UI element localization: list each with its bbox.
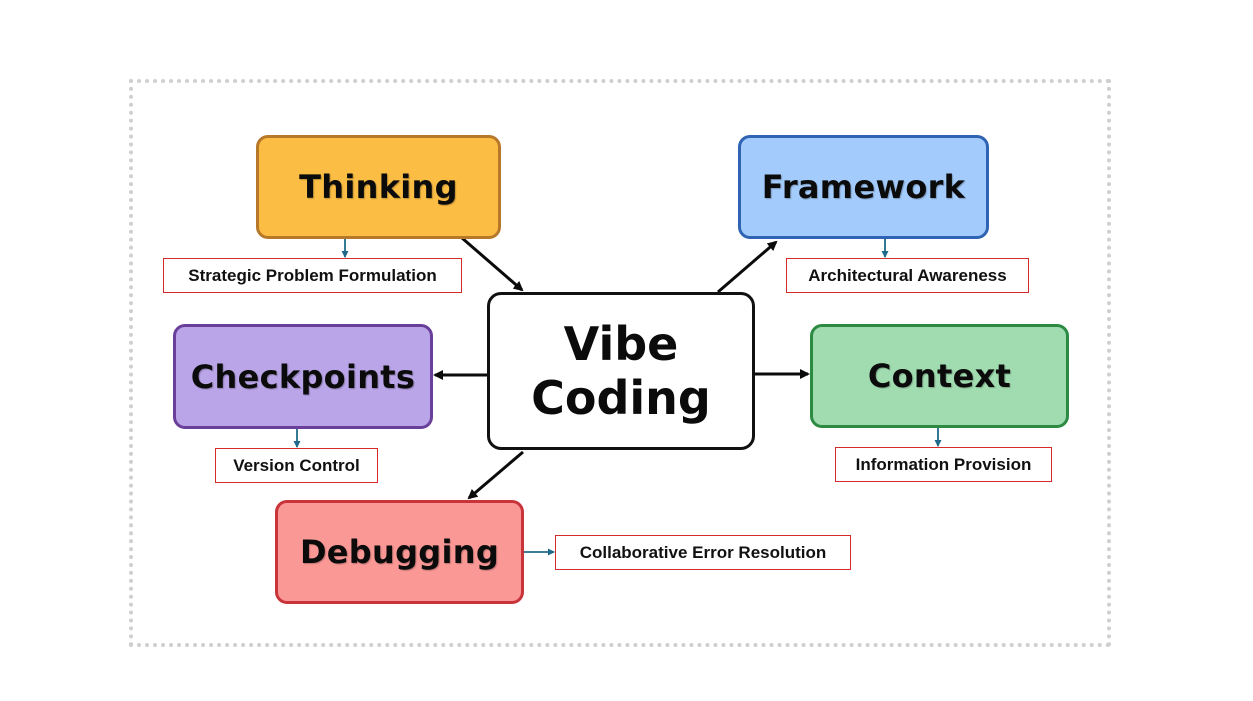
label-debugging-text: Collaborative Error Resolution: [579, 542, 827, 562]
arrow-thinking-to-center: [461, 236, 524, 292]
node-context-title: Context: [867, 357, 1012, 395]
diagram-frame: [129, 79, 1111, 647]
node-debugging: Debugging: [275, 500, 524, 604]
label-checkpoints: Version Control: [215, 448, 378, 483]
arrow-center-to-debugging: [467, 450, 524, 500]
node-framework-title: Framework: [761, 168, 966, 206]
label-context: Information Provision: [835, 447, 1052, 482]
node-checkpoints-title: Checkpoints: [190, 357, 416, 396]
node-thinking-title: Thinking: [299, 168, 458, 206]
label-framework-text: Architectural Awareness: [808, 265, 1007, 285]
center-title-line1: Vibe: [563, 317, 679, 371]
center-node-vibe-coding: Vibe Coding: [487, 292, 755, 450]
node-debugging-title: Debugging: [299, 533, 500, 571]
node-framework: Framework: [738, 135, 989, 239]
label-thinking: Strategic Problem Formulation: [163, 258, 462, 293]
label-framework: Architectural Awareness: [786, 258, 1029, 293]
label-checkpoints-text: Version Control: [233, 455, 360, 475]
arrow-center-to-framework: [717, 240, 778, 294]
node-context: Context: [810, 324, 1069, 428]
label-thinking-text: Strategic Problem Formulation: [188, 265, 437, 285]
center-title-line2: Coding: [531, 371, 711, 425]
node-checkpoints: Checkpoints: [173, 324, 433, 429]
node-thinking: Thinking: [256, 135, 501, 239]
label-context-text: Information Provision: [855, 454, 1032, 474]
label-debugging: Collaborative Error Resolution: [555, 535, 851, 570]
